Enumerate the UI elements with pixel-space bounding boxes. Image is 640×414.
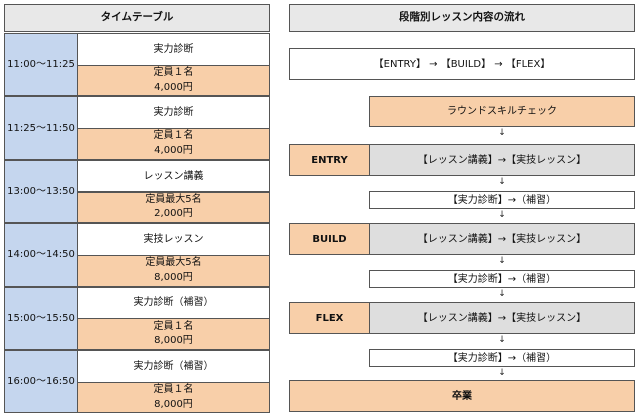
- flow-stage-lecture: 【レッスン講義】→【実技レッスン】: [369, 223, 635, 255]
- flow-header: 段階別レッスン内容の流れ: [289, 4, 635, 32]
- flow-arrow: ↓: [498, 210, 506, 220]
- timetable-price: 8,000円: [154, 398, 193, 410]
- flow-start-step: ラウンドスキルチェック: [369, 96, 635, 127]
- timetable-lesson: レッスン講義: [77, 159, 270, 193]
- timetable-price: 4,000円: [154, 81, 193, 93]
- timetable-lesson: 実技レッスン: [77, 223, 270, 256]
- timetable-lesson: 実力診断（補習）: [77, 286, 270, 320]
- flow-stage-lecture: 【レッスン講義】→【実技レッスン】: [369, 302, 635, 334]
- timetable-capacity-price: 定員１名 4,000円: [77, 64, 270, 97]
- flow-arrow: ↓: [498, 256, 506, 266]
- timetable-capacity: 定員１名: [153, 130, 194, 142]
- timetable-capacity-price: 定員最大5名 2,000円: [77, 191, 270, 224]
- timetable-capacity: 定員最大5名: [145, 193, 202, 205]
- timetable-price: 8,000円: [154, 271, 193, 283]
- flow-overview: 【ENTRY】 → 【BUILD】 → 【FLEX】: [289, 48, 635, 80]
- timetable-capacity: 定員最大5名: [145, 257, 202, 269]
- flow-stage-label: ENTRY: [289, 144, 370, 176]
- flow-arrow: ↓: [498, 368, 506, 378]
- timetable-time: 11:25〜11:50: [4, 96, 78, 160]
- timetable-capacity: 定員１名: [153, 67, 194, 79]
- timetable-time: 16:00〜16:50: [4, 350, 78, 414]
- timetable-price: 4,000円: [154, 144, 193, 156]
- timetable-price: 8,000円: [154, 335, 193, 347]
- flow-arrow: ↓: [498, 289, 506, 299]
- flow-arrow: ↓: [498, 177, 506, 187]
- flow-stage-lecture: 【レッスン講義】→【実技レッスン】: [369, 144, 635, 176]
- flow-stage-label: FLEX: [289, 302, 370, 334]
- flow-stage-label: BUILD: [289, 223, 370, 255]
- timetable-capacity-price: 定員１名 8,000円: [77, 318, 270, 350]
- timetable-capacity-price: 定員最大5名 8,000円: [77, 254, 270, 287]
- flow-arrow: ↓: [498, 335, 506, 345]
- timetable-capacity-price: 定員１名 8,000円: [77, 381, 270, 414]
- timetable-price: 2,000円: [154, 208, 193, 220]
- timetable-capacity: 定員１名: [153, 384, 194, 396]
- flow-graduation: 卒業: [289, 380, 635, 412]
- timetable-lesson: 実力診断: [77, 33, 270, 66]
- flow-stage-review: 【実力診断】→（補習）: [369, 191, 635, 209]
- timetable-time: 11:00〜11:25: [4, 33, 78, 97]
- timetable-capacity: 定員１名: [153, 320, 194, 332]
- timetable-capacity-price: 定員１名 4,000円: [77, 128, 270, 160]
- timetable-time: 13:00〜13:50: [4, 159, 78, 224]
- timetable-time: 15:00〜15:50: [4, 286, 78, 350]
- flow-stage-review: 【実力診断】→（補習）: [369, 349, 635, 367]
- timetable-lesson: 実力診断（補習）: [77, 350, 270, 383]
- timetable-header: タイムテーブル: [4, 4, 270, 32]
- timetable-time: 14:00〜14:50: [4, 223, 78, 287]
- flow-stage-review: 【実力診断】→（補習）: [369, 270, 635, 288]
- flow-arrow: ↓: [498, 128, 506, 138]
- timetable-lesson: 実力診断: [77, 96, 270, 130]
